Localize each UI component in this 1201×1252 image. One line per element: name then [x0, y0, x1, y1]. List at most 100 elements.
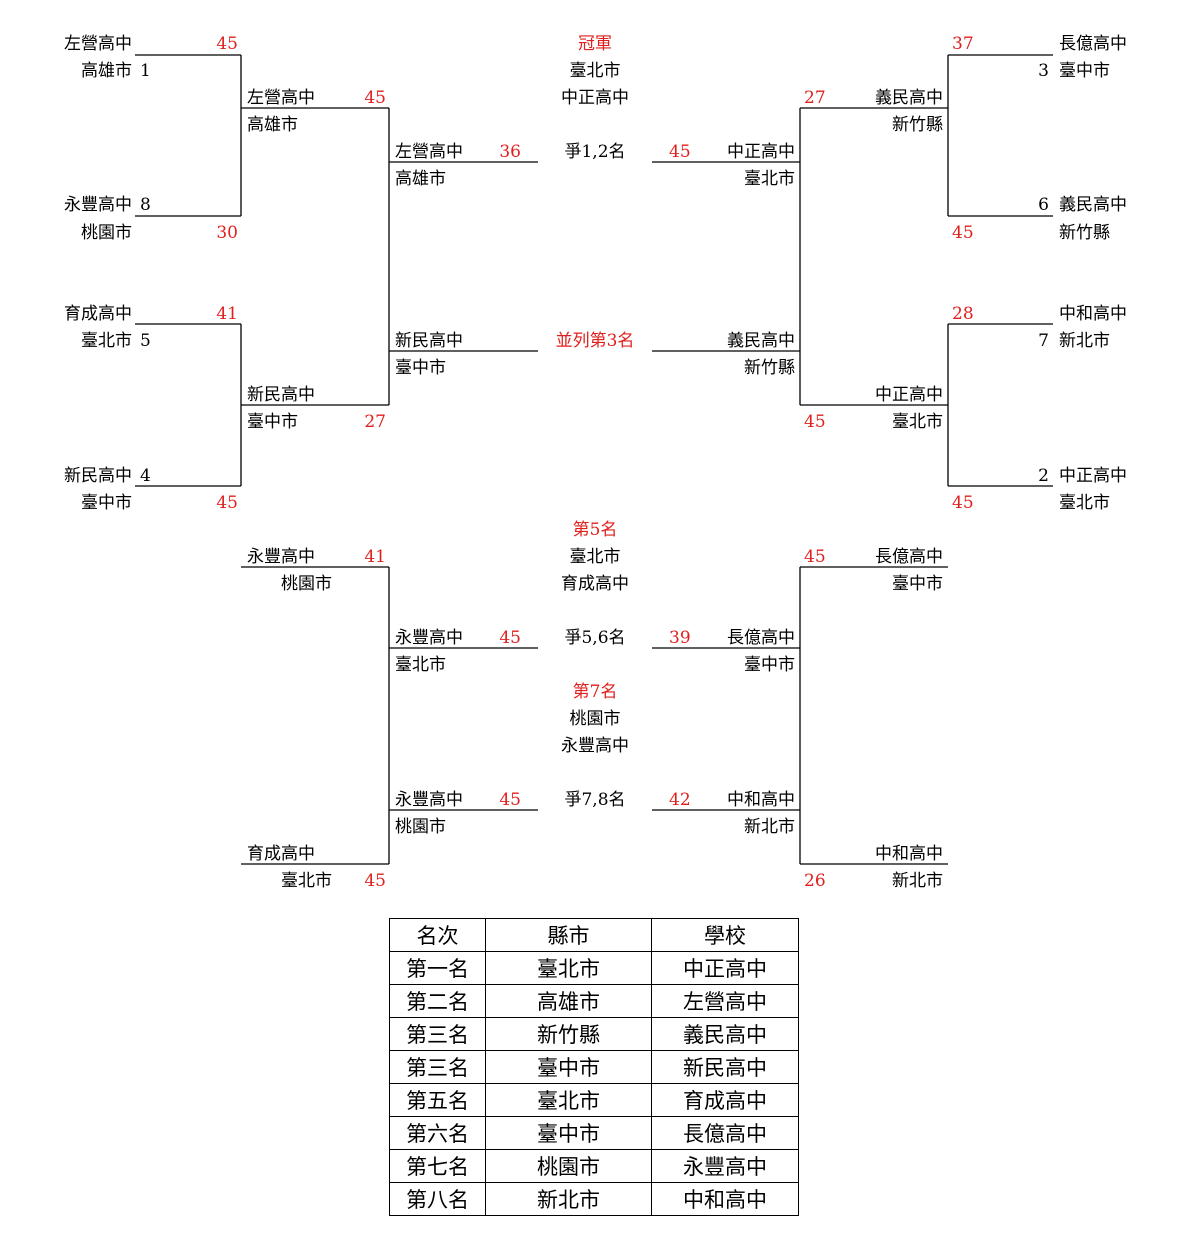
city-cell: 高雄市	[485, 984, 652, 1018]
right-semi-lower: 義民高中 新竹縣	[727, 331, 795, 378]
right-final: 45 中正高中 臺北市	[669, 142, 795, 189]
team-school: 左營高中	[64, 34, 132, 54]
score: 45	[952, 493, 974, 513]
third-place-label: 並列第3名	[556, 331, 635, 351]
team-city: 高雄市	[247, 115, 298, 135]
team-school: 永豐高中	[64, 195, 132, 215]
seventh-place-label: 第7名	[573, 682, 618, 702]
team-school: 中正高中	[875, 385, 943, 405]
school-cell: 中正高中	[651, 951, 799, 985]
seed-number: 4	[140, 466, 151, 486]
rank-cell: 第三名	[389, 1050, 486, 1084]
team-school: 左營高中	[395, 142, 463, 162]
team-city: 新北市	[892, 871, 943, 891]
school-cell: 新民高中	[651, 1050, 799, 1084]
team-school: 義民高中	[727, 331, 795, 351]
rank-cell: 第一名	[389, 951, 486, 985]
team-city: 臺北市	[744, 169, 795, 189]
right-seed-6: 6 義民高中 新竹縣 45	[952, 195, 1127, 243]
team-city: 桃園市	[395, 817, 446, 837]
team-city: 臺北市	[81, 331, 132, 351]
score: 45	[669, 142, 691, 162]
left-seed-5: 育成高中 臺北市 5 41	[64, 304, 238, 351]
team-school: 永豐高中	[395, 790, 463, 810]
table-row: 第七名 桃園市 永豐高中	[389, 1149, 799, 1183]
team-school: 中和高中	[727, 790, 795, 810]
rank-cell: 第三名	[389, 1017, 486, 1051]
team-city: 臺中市	[892, 574, 943, 594]
score: 27	[364, 412, 386, 432]
city-cell: 新北市	[485, 1182, 652, 1216]
score: 45	[804, 412, 826, 432]
right-r2-bottom: 中正高中 臺北市 45	[804, 385, 943, 432]
rank-cell: 第五名	[389, 1083, 486, 1117]
rank-cell: 第二名	[389, 984, 486, 1018]
seed-number: 7	[1038, 331, 1049, 351]
left-r2-bottom: 新民高中 臺中市 27	[247, 385, 386, 432]
team-city: 臺北市	[1059, 493, 1110, 513]
rank-cell: 第六名	[389, 1116, 486, 1150]
consolation-right-bottom: 中和高中 新北市 26	[804, 844, 943, 891]
team-school: 永豐高中	[247, 547, 315, 567]
champion-label: 冠軍	[578, 34, 612, 54]
score: 45	[952, 223, 974, 243]
bracket-lines	[135, 54, 1053, 865]
team-school: 新民高中	[395, 331, 463, 351]
right-seed-3: 37 長億高中 3 臺中市	[952, 34, 1127, 81]
city-cell: 新竹縣	[485, 1017, 652, 1051]
left-seed-1: 左營高中 高雄市 1 45	[64, 34, 238, 81]
score: 41	[216, 304, 238, 324]
team-city: 新北市	[744, 817, 795, 837]
seventh-place-school: 永豐高中	[561, 736, 629, 756]
final-game-label: 爭1,2名	[564, 142, 625, 162]
fifth-place-city: 臺北市	[570, 547, 621, 567]
fifth-place-school: 育成高中	[561, 574, 629, 594]
team-school: 永豐高中	[395, 628, 463, 648]
score: 42	[669, 790, 691, 810]
score: 45	[804, 547, 826, 567]
team-city: 臺中市	[81, 493, 132, 513]
team-school: 中正高中	[1059, 466, 1127, 486]
rank-cell: 第七名	[389, 1149, 486, 1183]
team-school: 長億高中	[1059, 34, 1127, 54]
seventh-place-city: 桃園市	[570, 709, 621, 729]
team-school: 左營高中	[247, 88, 315, 108]
school-cell: 義民高中	[651, 1017, 799, 1051]
team-school: 中和高中	[875, 844, 943, 864]
score: 45	[364, 88, 386, 108]
school-cell: 長億高中	[651, 1116, 799, 1150]
column-header-school: 學校	[651, 918, 799, 952]
score: 27	[804, 88, 826, 108]
team-city: 高雄市	[81, 61, 132, 81]
team-school: 新民高中	[247, 385, 315, 405]
school-cell: 中和高中	[651, 1182, 799, 1216]
table-row: 第八名 新北市 中和高中	[389, 1182, 799, 1216]
score: 45	[216, 493, 238, 513]
team-city: 新竹縣	[892, 115, 943, 135]
tournament-bracket: 冠軍 臺北市 中正高中 爭1,2名 並列第3名 左營高中 高雄市 1 45 永豐…	[64, 34, 1127, 891]
table-row: 第三名 臺中市 新民高中	[389, 1050, 799, 1084]
school-cell: 育成高中	[651, 1083, 799, 1117]
score: 45	[499, 628, 521, 648]
score: 45	[499, 790, 521, 810]
team-school: 長億高中	[727, 628, 795, 648]
team-school: 中和高中	[1059, 304, 1127, 324]
team-school: 新民高中	[64, 466, 132, 486]
city-cell: 桃園市	[485, 1149, 652, 1183]
table-row: 第一名 臺北市 中正高中	[389, 951, 799, 985]
seed-number: 2	[1038, 466, 1049, 486]
table-row: 第三名 新竹縣 義民高中	[389, 1017, 799, 1051]
table-row: 第六名 臺中市 長億高中	[389, 1116, 799, 1150]
score: 30	[216, 223, 238, 243]
left-semi-lower: 新民高中 臺中市	[395, 331, 463, 378]
game-7-8-label: 爭7,8名	[564, 790, 625, 810]
team-city: 臺中市	[395, 358, 446, 378]
team-city: 桃園市	[281, 574, 332, 594]
seed-number: 3	[1038, 61, 1049, 81]
city-cell: 臺北市	[485, 951, 652, 985]
table-header-row: 名次 縣市 學校	[389, 918, 799, 952]
team-school: 育成高中	[247, 844, 315, 864]
team-city: 新竹縣	[1059, 223, 1110, 243]
right-seed-7: 28 中和高中 7 新北市	[952, 304, 1127, 351]
champion-city: 臺北市	[570, 61, 621, 81]
